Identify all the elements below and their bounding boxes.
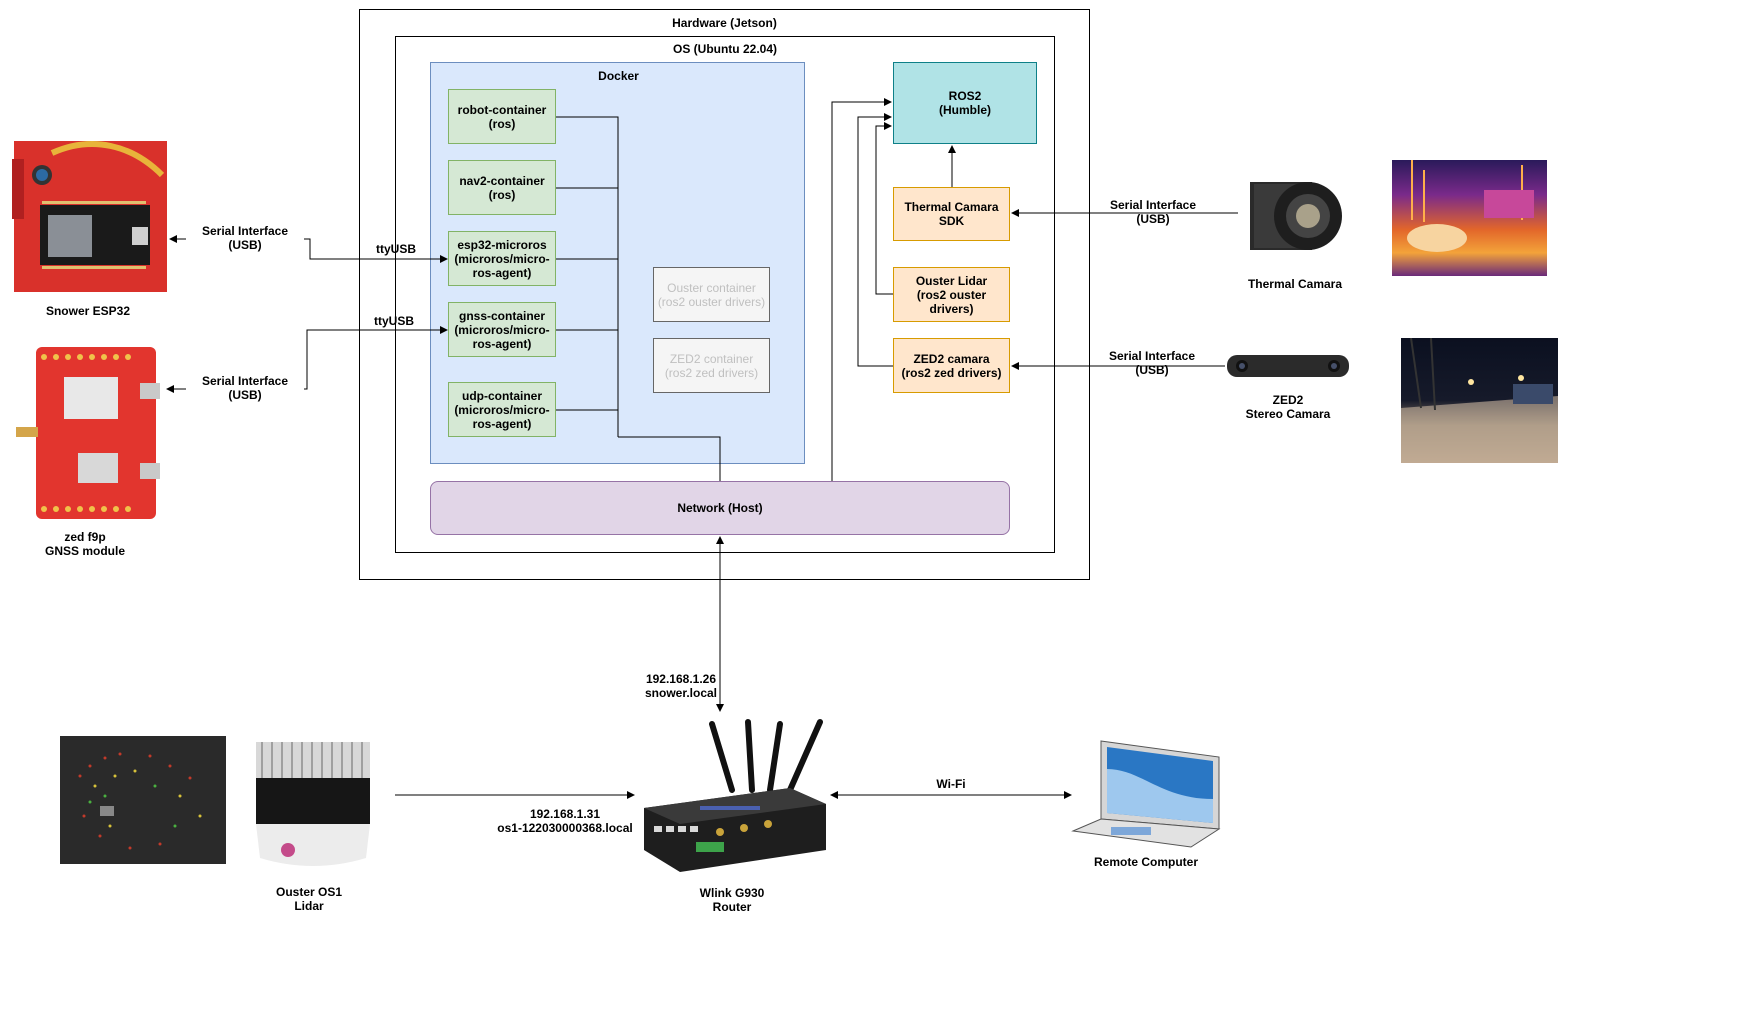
remote-computer-label: Remote Computer [1093, 855, 1198, 869]
esp32-board-image [12, 135, 169, 294]
esp32-label: Snower ESP32 [45, 304, 131, 318]
gnss-serial-label: Serial Interface (USB) [186, 374, 304, 402]
zed2-container: ZED2 container (ros2 zed drivers) [653, 338, 770, 393]
ouster-lidar-box: Ouster Lidar (ros2 ouster drivers) [893, 267, 1010, 322]
gnss-board-image [16, 345, 160, 520]
thermal-serial-label: Serial Interface (USB) [1109, 198, 1197, 226]
thermal-camera-label: Thermal Camara [1247, 277, 1343, 291]
os-title: OS (Ubuntu 22.04) [672, 42, 777, 56]
network-to-ros [831, 98, 892, 481]
ttyusb-label-2: ttyUSB [373, 314, 414, 328]
zed2-label: ZED2 Stereo Camara [1245, 393, 1331, 421]
zed-photo [1401, 338, 1558, 463]
ouster-container: Ouster container (ros2 ouster drivers) [653, 267, 770, 322]
ouster-to-ros [875, 122, 893, 295]
bus-robot [556, 116, 619, 437]
thermal-camera-image [1248, 178, 1344, 254]
nav2-container: nav2-container (ros) [448, 160, 556, 215]
lidar-pointcloud-image [60, 736, 226, 864]
ouster-lidar-image [248, 738, 378, 878]
ros2-box: ROS2 (Humble) [893, 62, 1037, 144]
zed2-camera-image [1226, 352, 1350, 380]
zed-serial-label: Serial Interface (USB) [1108, 349, 1196, 377]
udp-container: udp-container (microros/micro- ros-agent… [448, 382, 556, 437]
esp32-microros-container: esp32-microros (microros/micro- ros-agen… [448, 231, 556, 286]
bus-to-network [618, 436, 721, 481]
hardware-title: Hardware (Jetson) [672, 16, 777, 30]
wifi-label: Wi-Fi [936, 777, 966, 791]
os-frame: OS (Ubuntu 22.04) [395, 36, 1055, 553]
router-image [640, 718, 830, 878]
thermal-image [1392, 160, 1547, 276]
ouster-lidar-label: Ouster OS1 Lidar [275, 885, 343, 913]
thermal-sdk-box: Thermal Camara SDK [893, 187, 1010, 241]
network-host-box: Network (Host) [430, 481, 1010, 535]
zed2-camera-box: ZED2 camara (ros2 zed drivers) [893, 338, 1010, 393]
robot-container: robot-container (ros) [448, 89, 556, 144]
gnss-label: zed f9p GNSS module [44, 530, 125, 558]
router-label: Wlink G930 Router [699, 886, 765, 914]
gnss-container: gnss-container (microros/micro- ros-agen… [448, 302, 556, 357]
ttyusb-label-1: ttyUSB [375, 242, 416, 256]
router-ip-label: 192.168.1.26 snower.local [644, 672, 718, 700]
docker-title: Docker [598, 69, 639, 83]
laptop-image [1071, 739, 1221, 851]
hardware-frame: Hardware (Jetson) [359, 9, 1090, 580]
lidar-ip-label: 192.168.1.31 os1-122030000368.local [497, 807, 633, 835]
esp32-serial-label: Serial Interface (USB) [186, 224, 304, 252]
zed-to-ros [857, 113, 893, 367]
